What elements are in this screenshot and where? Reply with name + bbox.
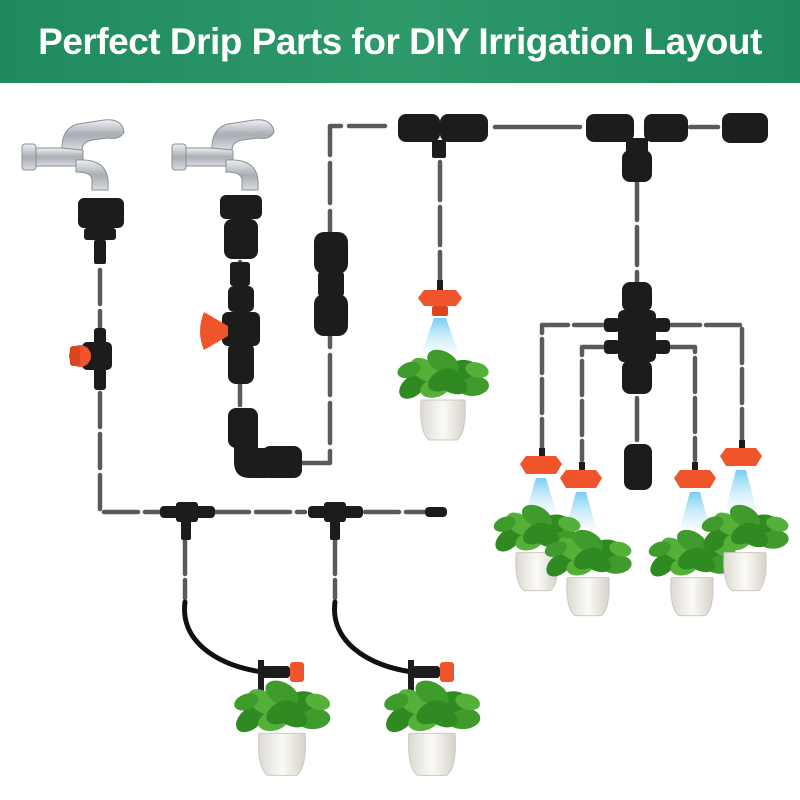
potted-plant xyxy=(544,529,632,617)
potted-plant xyxy=(701,504,789,592)
micro-tubing xyxy=(182,599,415,675)
barbed-tee-1 xyxy=(160,502,215,540)
dripper-top xyxy=(418,280,462,352)
end-cap-top xyxy=(722,113,768,143)
end-cap-manifold xyxy=(624,444,652,490)
four-way-manifold xyxy=(604,282,670,394)
dripper-1 xyxy=(520,448,562,512)
barbed-plug xyxy=(425,507,447,517)
potted-plant xyxy=(234,680,331,776)
faucet-right xyxy=(171,119,275,191)
tee-fitting-top-right xyxy=(586,114,688,182)
tee-fitting-top-left xyxy=(398,114,488,158)
faucet-left xyxy=(21,119,125,191)
dripper-4 xyxy=(720,440,762,508)
dripper-3 xyxy=(674,462,716,528)
title-banner: Perfect Drip Parts for DIY Irrigation La… xyxy=(0,0,800,83)
faucet-adapter-right xyxy=(220,195,262,384)
potted-plant xyxy=(397,349,489,441)
elbow-fitting xyxy=(228,408,302,478)
adjustable-stake-2 xyxy=(408,660,454,700)
faucet-adapter-left xyxy=(78,198,124,264)
barbed-tee-2 xyxy=(308,502,363,540)
page-title: Perfect Drip Parts for DIY Irrigation La… xyxy=(38,20,762,62)
potted-plant xyxy=(493,504,581,592)
straight-coupler xyxy=(314,232,348,336)
potted-plant xyxy=(648,529,736,617)
shutoff-valve-left xyxy=(69,328,112,390)
shutoff-valve-right xyxy=(200,312,260,350)
potted-plant xyxy=(384,680,481,776)
